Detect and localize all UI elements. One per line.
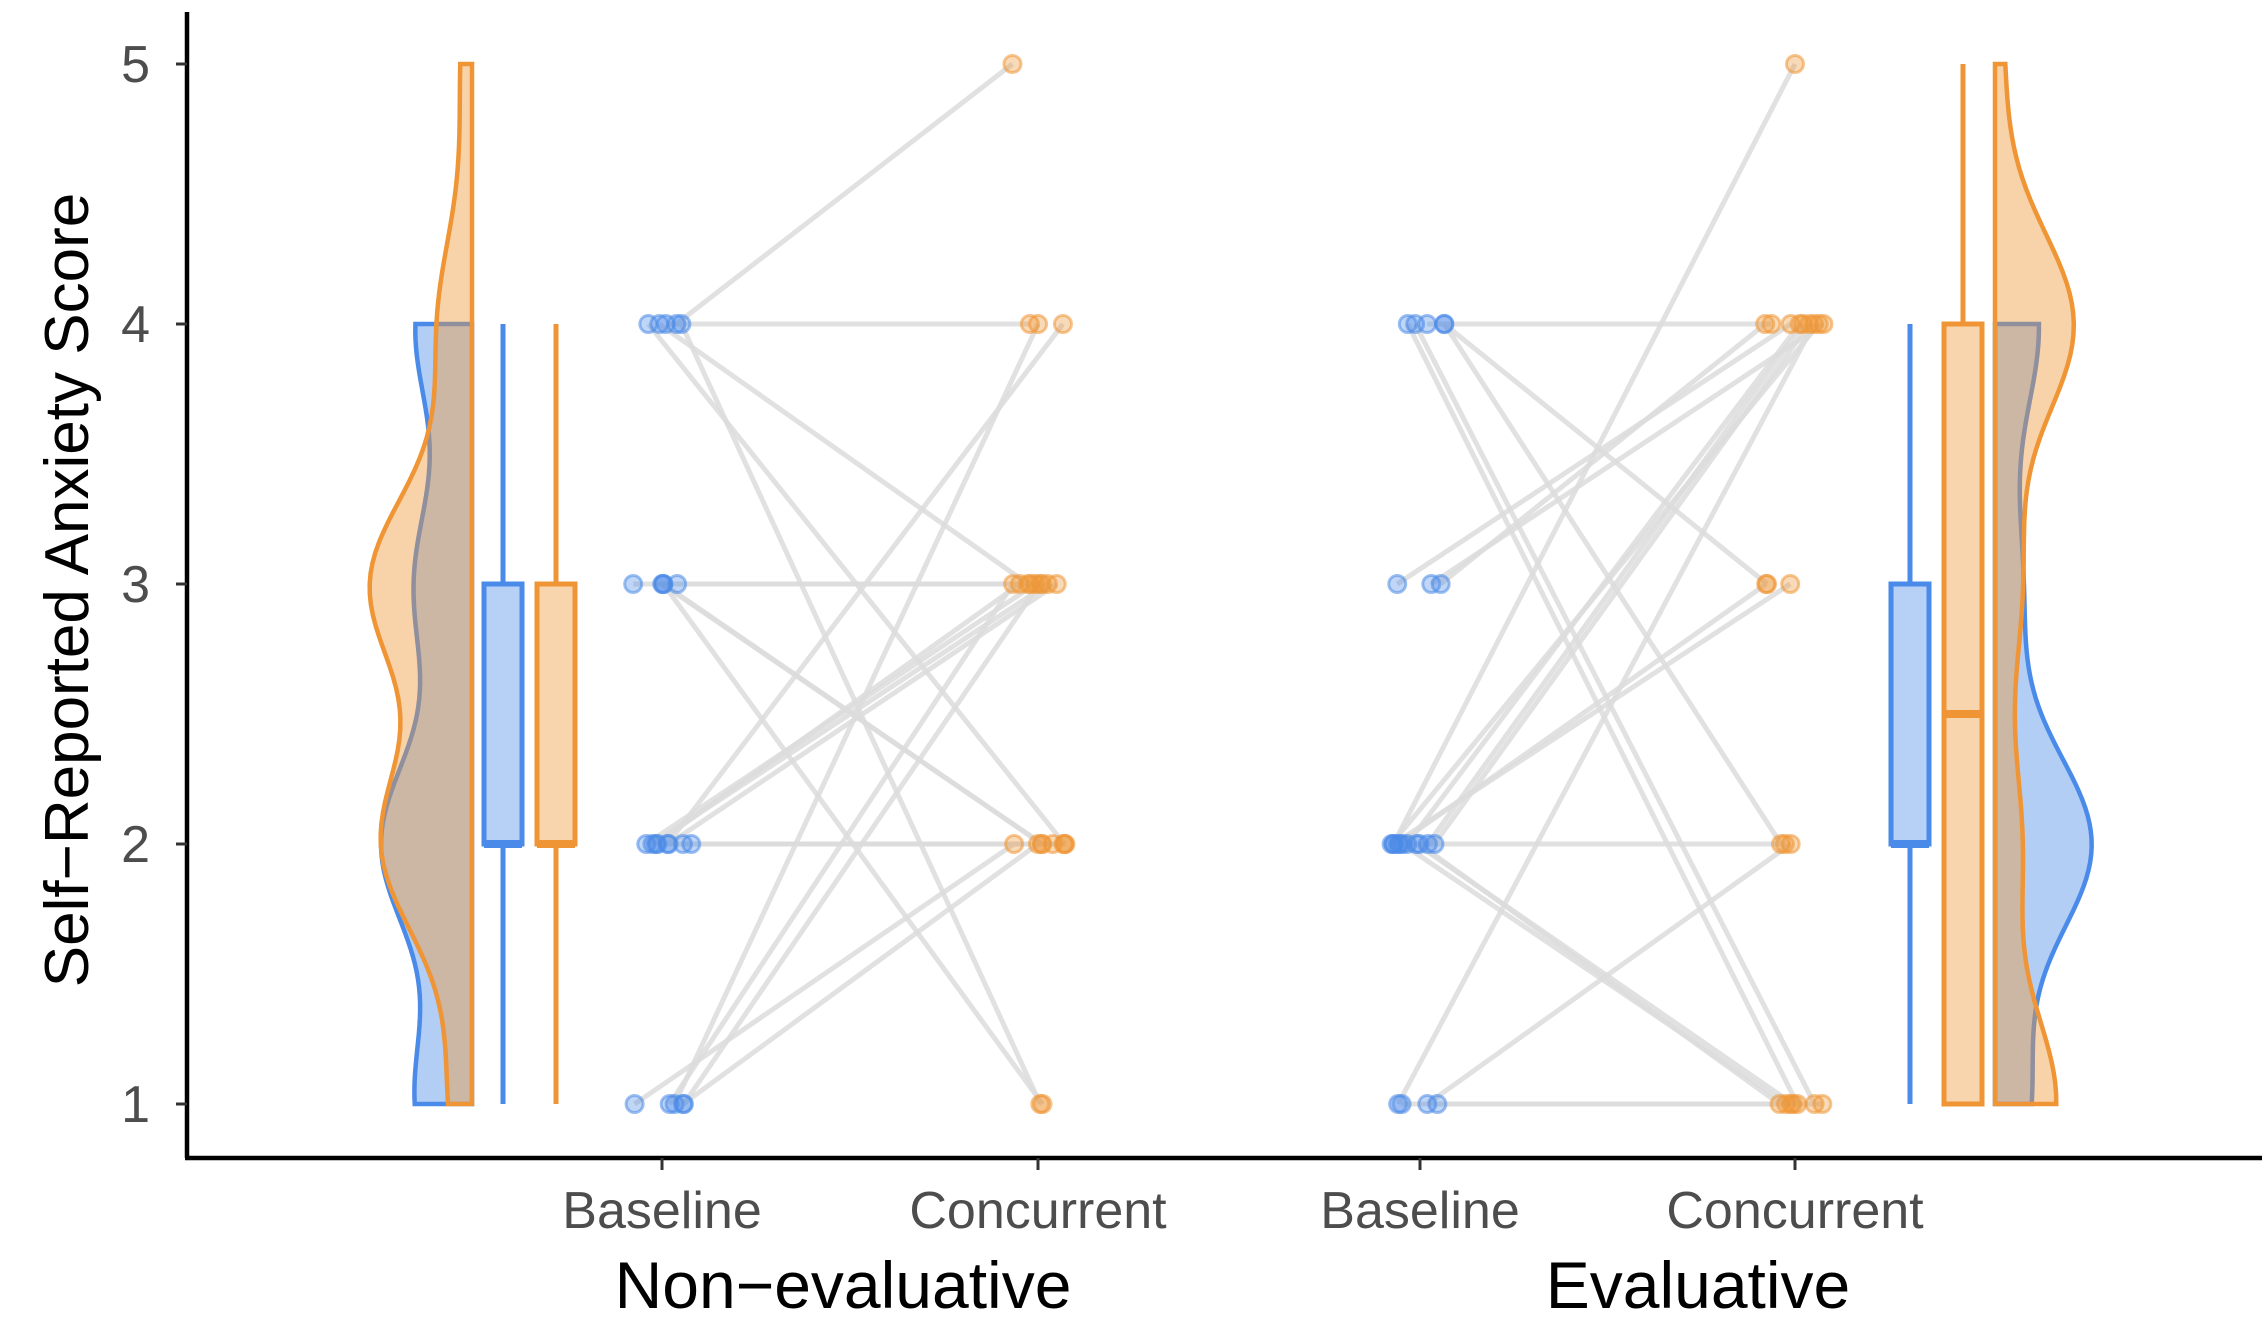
paired-line — [1391, 62, 1798, 846]
points-layer — [623, 54, 1834, 1114]
baseline-point — [636, 834, 657, 854]
concurrent-point — [1756, 574, 1777, 594]
baseline-point — [1430, 574, 1451, 594]
baseline-box — [1888, 581, 1932, 847]
baseline-point — [681, 834, 702, 854]
paired-line — [1439, 322, 1767, 586]
paired-line — [1412, 322, 1817, 1106]
concurrent-point — [1774, 834, 1795, 854]
baseline-point — [671, 314, 692, 334]
baseline-point — [673, 1094, 694, 1114]
baseline-point — [653, 574, 674, 594]
paired-line — [667, 582, 1016, 1106]
x-tick-label: Baseline — [1320, 1182, 1519, 1240]
concurrent-point — [1784, 54, 1805, 74]
x-tick-label: Concurrent — [1666, 1182, 1924, 1240]
concurrent-point — [1803, 314, 1824, 334]
baseline-point — [1387, 574, 1408, 594]
baseline-box — [481, 581, 525, 847]
paired-line — [674, 62, 1014, 326]
concurrent-point — [1053, 834, 1074, 854]
baseline-point — [1406, 834, 1427, 854]
x-tick-label: Baseline — [562, 1182, 761, 1240]
y-tick-label: 4 — [121, 296, 150, 354]
baseline-point — [1417, 314, 1438, 334]
concurrent-point — [1780, 574, 1801, 594]
baseline-point — [1434, 314, 1455, 334]
x-tick-label: Concurrent — [909, 1182, 1167, 1240]
baseline-point — [1427, 1094, 1448, 1114]
concurrent-point — [1029, 574, 1050, 594]
paired-line — [681, 582, 1042, 1106]
concurrent-density — [367, 61, 475, 1107]
y-tick-label: 3 — [121, 556, 150, 614]
y-tick-label: 1 — [121, 1076, 150, 1134]
concurrent-point — [1755, 314, 1776, 334]
labels-layer: Self−Reported Anxiety Score Non−evaluati… — [33, 193, 1850, 1322]
paired-line — [1395, 322, 1817, 1106]
paired-line — [644, 581, 1037, 847]
paired-line — [667, 581, 1059, 847]
paired-line — [672, 322, 1041, 1106]
paired-line — [1405, 322, 1800, 1106]
concurrent-point — [1052, 314, 1073, 334]
concurrent-point — [1027, 834, 1048, 854]
concurrent-point — [1028, 314, 1049, 334]
boxplot-layer — [481, 64, 1985, 1107]
baseline-point — [623, 574, 644, 594]
baseline-density — [378, 321, 475, 1107]
concurrent-point — [1780, 1094, 1801, 1114]
paired-line — [633, 841, 1016, 1107]
y-tick-label: 5 — [121, 36, 150, 94]
y-axis-title: Self−Reported Anxiety Score — [33, 193, 102, 987]
paired-lines-layer — [633, 62, 1825, 1107]
paired-line — [1425, 841, 1793, 1107]
paired-line — [1425, 322, 1805, 846]
concurrent-point — [1003, 574, 1024, 594]
paired-line — [1392, 581, 1792, 847]
concurrent-point — [1002, 54, 1023, 74]
concurrent-point — [1032, 1094, 1053, 1114]
baseline-point — [624, 1094, 645, 1114]
concurrent-point — [1761, 314, 1782, 334]
baseline-point — [1397, 314, 1418, 334]
group-label: Non−evaluative — [615, 1248, 1072, 1322]
concurrent-point — [1780, 834, 1801, 854]
density-layer — [367, 61, 2094, 1107]
baseline-point — [1381, 834, 1402, 854]
group-label: Evaluative — [1546, 1248, 1851, 1322]
baseline-point — [667, 574, 688, 594]
paired-line — [681, 841, 1040, 1107]
baseline-point — [659, 1094, 680, 1114]
concurrent-density — [1992, 61, 2077, 1107]
paired-line — [657, 321, 1030, 587]
y-tick-label: 2 — [121, 816, 150, 874]
baseline-density — [1992, 321, 2094, 1107]
concurrent-point — [1004, 834, 1025, 854]
baseline-point — [638, 314, 659, 334]
baseline-point — [1391, 1094, 1412, 1114]
concurrent-box — [534, 581, 578, 847]
concurrent-point — [1812, 1094, 1833, 1114]
paired-line — [1389, 322, 1821, 846]
